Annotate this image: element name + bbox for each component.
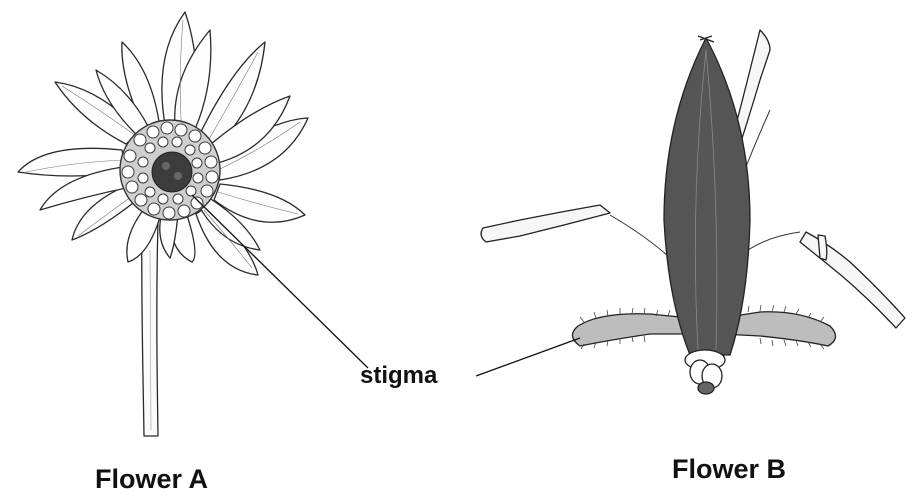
flower-a-caption: Flower A <box>95 466 208 493</box>
stigma-label: stigma <box>360 364 437 388</box>
flower-a-disk <box>120 120 220 220</box>
flower-b-illustration <box>481 30 905 394</box>
flower-b-caption: Flower B <box>672 456 786 483</box>
flower-b-lemma <box>664 36 750 394</box>
flower-a-illustration <box>18 12 308 436</box>
